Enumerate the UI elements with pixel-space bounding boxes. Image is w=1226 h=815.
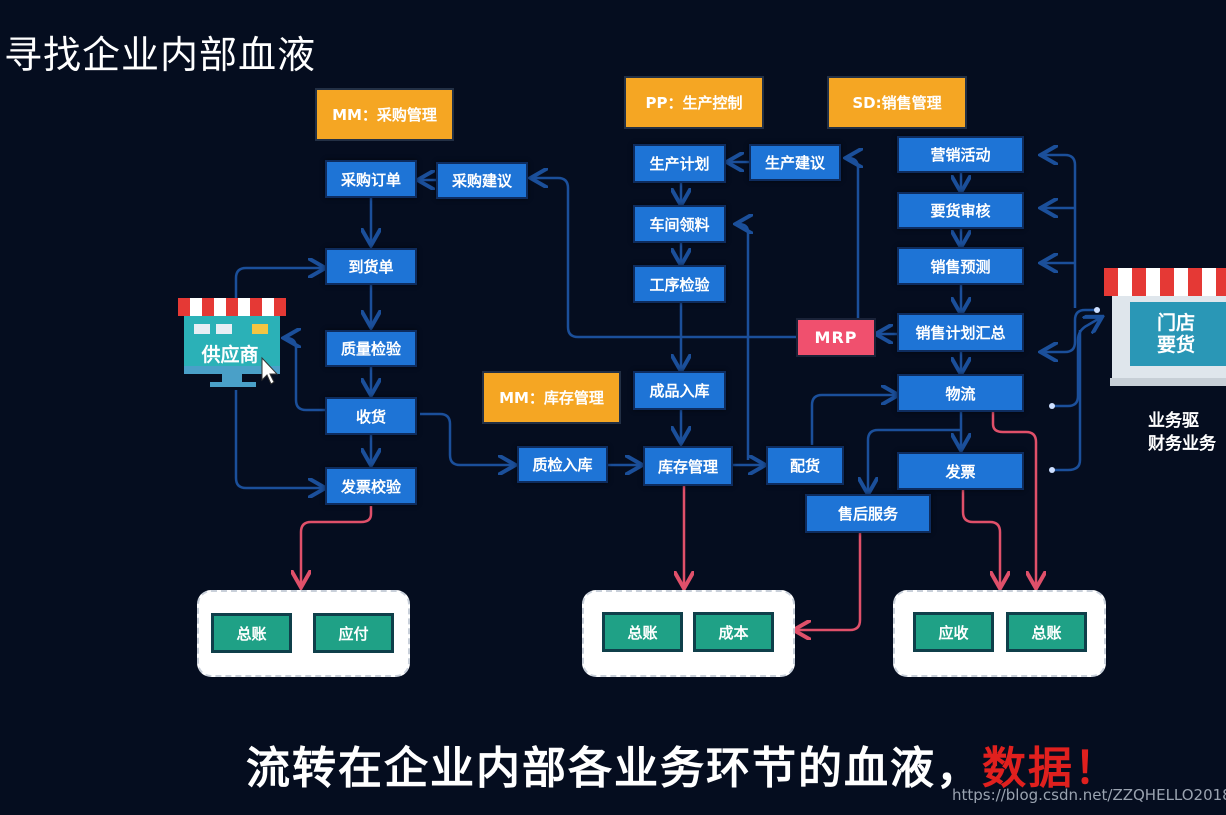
slogan-highlight: 数据！: [982, 743, 1120, 794]
store-label: 门店 要货: [1144, 312, 1208, 356]
module-pp: PP：生产控制: [624, 76, 764, 129]
side-text-1: 业务驱: [1148, 411, 1199, 431]
slogan-main: 流转在企业内部各业务环节的血液，: [246, 743, 982, 794]
node-arrival: 到货单: [325, 248, 417, 285]
watermark: https://blog.csdn.net/ZZQHELLO2018: [952, 786, 1226, 804]
node-demand-review: 要货审核: [897, 192, 1024, 229]
module-mm-inventory: MM：库存管理: [482, 371, 621, 424]
ledger-cost: 成本: [693, 612, 774, 652]
module-mm-purchase: MM：采购管理: [315, 88, 454, 141]
supplier-label: 供应商: [201, 344, 259, 366]
store-label-line2: 要货: [1156, 334, 1195, 356]
node-workshop-material: 车间领料: [633, 205, 726, 243]
node-qc-in: 质检入库: [517, 446, 608, 483]
node-inventory: 库存管理: [643, 446, 733, 486]
node-process-check: 工序检验: [633, 265, 726, 303]
side-text-2: 财务业务: [1148, 434, 1216, 454]
node-sales-plan: 销售计划汇总: [897, 313, 1024, 352]
page-title: 寻找企业内部血液: [4, 33, 317, 77]
node-invoice-verify: 发票校验: [325, 467, 417, 505]
ledger-general-right: 总账: [1006, 612, 1087, 652]
ledger-general-middle: 总账: [602, 612, 683, 652]
retail-store: 门店 要货: [1104, 266, 1226, 390]
node-mrp: MRP: [796, 318, 876, 357]
ledger-receivable: 应收: [913, 612, 994, 652]
node-after-sales: 售后服务: [805, 494, 931, 533]
node-sales-forecast: 销售预测: [897, 247, 1024, 285]
node-receive: 收货: [325, 397, 417, 435]
node-delivery: 配货: [766, 446, 844, 485]
node-production-plan: 生产计划: [633, 144, 726, 183]
node-quality-check: 质量检验: [325, 330, 417, 367]
node-production-suggest: 生产建议: [749, 144, 841, 181]
ledger-payable: 应付: [313, 613, 394, 653]
node-logistics: 物流: [897, 374, 1024, 412]
module-sd: SD:销售管理: [827, 76, 967, 129]
supplier-store: 供应商: [178, 296, 288, 391]
node-purchase-order: 采购订单: [325, 160, 417, 198]
shop-icon: [178, 298, 286, 387]
node-purchase-suggest: 采购建议: [436, 162, 528, 199]
node-marketing: 营销活动: [897, 136, 1024, 173]
store-icon: [1104, 268, 1226, 386]
ledger-general-left: 总账: [211, 613, 292, 653]
node-invoice: 发票: [897, 452, 1024, 490]
store-label-line1: 门店: [1156, 312, 1195, 334]
slogan: 流转在企业内部各业务环节的血液，数据！: [246, 732, 1120, 796]
node-finished-in: 成品入库: [633, 371, 726, 410]
